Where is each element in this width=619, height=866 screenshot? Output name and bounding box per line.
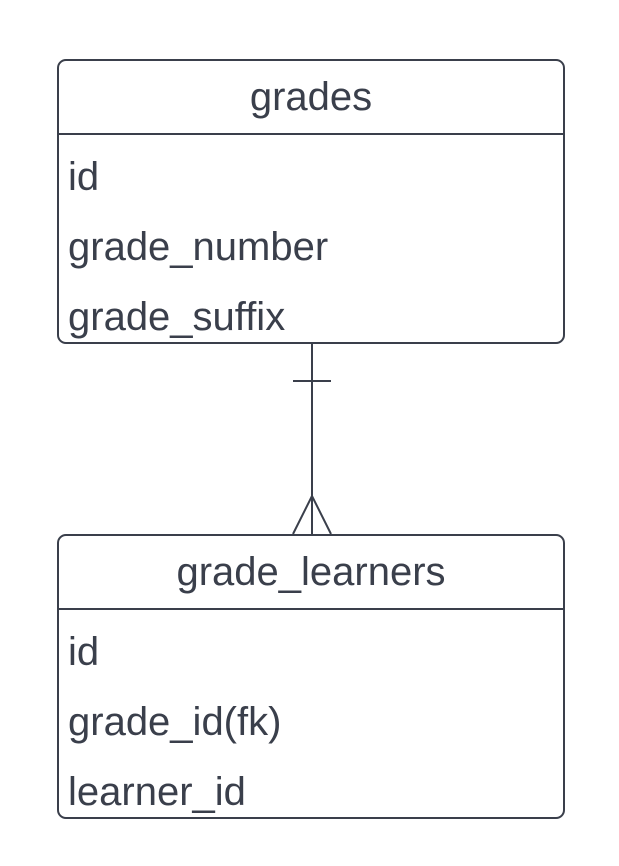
entity-field: grade_suffix xyxy=(68,295,286,339)
entity-field: grade_id(fk) xyxy=(68,700,282,744)
entity-title: grades xyxy=(59,61,563,135)
entity-grade-learners[interactable]: grade_learners id grade_id(fk) learner_i… xyxy=(57,534,565,819)
entity-field: id xyxy=(68,155,100,199)
entity-field: grade_number xyxy=(68,225,329,269)
entity-field-list: id grade_id(fk) learner_id xyxy=(59,610,563,827)
entity-field: id xyxy=(68,630,100,674)
entity-field: learner_id xyxy=(68,770,246,814)
entity-field-list: id grade_number grade_suffix xyxy=(59,135,563,352)
entity-title: grade_learners xyxy=(59,536,563,610)
many-cardinality-crowfoot xyxy=(292,493,332,535)
entity-grades[interactable]: grades id grade_number grade_suffix xyxy=(57,59,565,344)
